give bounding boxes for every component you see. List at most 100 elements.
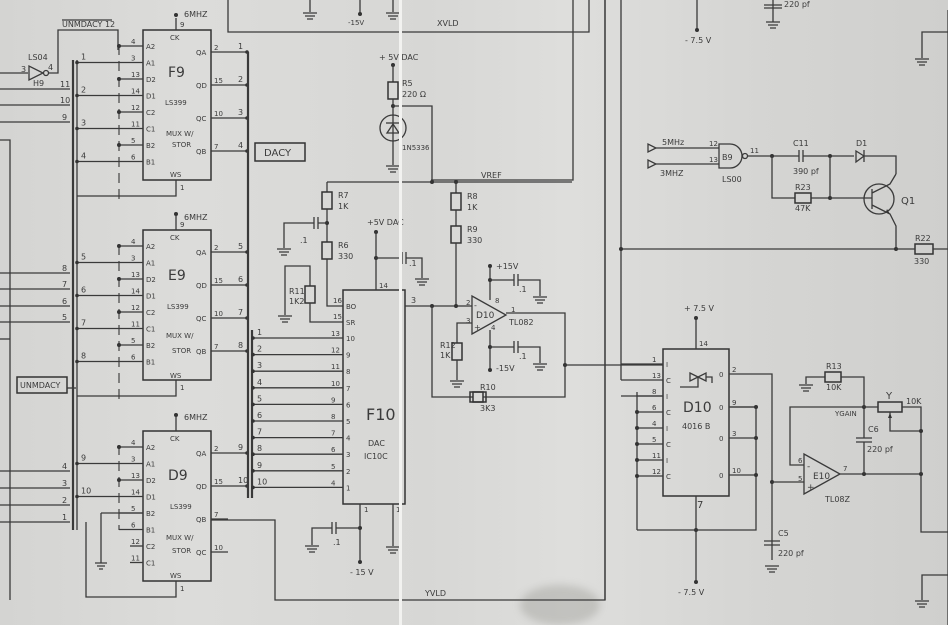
junction — [117, 77, 121, 81]
unmdacy-top-label: UNMDACY 12 — [62, 20, 115, 29]
f10-pin-name: 10 — [346, 335, 355, 343]
dac-bus-label: 3 — [257, 361, 262, 370]
bus-out-label: 8 — [238, 341, 243, 350]
d10-pin-name: C — [666, 473, 671, 481]
f10-part2: IC10C — [364, 452, 388, 461]
d10-pin-num: 11 — [652, 452, 661, 460]
junction — [75, 359, 79, 364]
h9-name: H9 — [33, 79, 44, 88]
junction — [635, 458, 639, 462]
junction — [251, 419, 255, 423]
pin-name: B2 — [146, 510, 155, 518]
pin-name: QD — [196, 282, 207, 290]
dac-bus-label: 2 — [257, 345, 262, 354]
junction — [117, 343, 121, 347]
d10-switch-part: 4016 B — [682, 422, 710, 431]
dac-bus-label: 5 — [257, 394, 262, 403]
chip-d9: 6MHZ CK D9 LS399 MUX W/ STOR WS — [142, 413, 212, 582]
e9-ws: WS — [170, 372, 182, 380]
c5-value: 220 pf — [778, 549, 804, 558]
c-top-value: 220 pf — [784, 0, 810, 9]
pin-num: 5 — [131, 337, 135, 345]
chip-f9: 6MHZ 9 CK F9 LS399 MUX W/ STOR WS — [142, 10, 212, 181]
pin-name: QC — [196, 115, 207, 123]
d10-pin-name: 0 — [719, 404, 723, 412]
oscillator-b9: 5MHz 3MHZ 12 13 B9 11 LS00 C11 390 pf R2… — [647, 138, 948, 266]
dac-bus-label: 6 — [257, 411, 262, 420]
r13-name: R13 — [826, 362, 842, 371]
chip-f10-dac: +5V DAC .1 14 F10 DAC IC10C .1 - 15 V 1 … — [305, 218, 456, 577]
d10-pin-num: 5 — [652, 436, 656, 444]
f10-pin-num: 12 — [331, 347, 340, 355]
r12-name: R12 — [440, 341, 456, 350]
d10-supply-top: + 7.5 V — [684, 304, 715, 313]
b9-input-a: 5MHz — [662, 138, 684, 147]
d1-name: D1 — [856, 139, 867, 148]
d10-plus: + — [474, 323, 481, 332]
d10-pin-num: 2 — [732, 366, 736, 374]
d10-switch-name: D10 — [683, 400, 712, 416]
junction — [635, 442, 639, 446]
bus-in-label: 11 — [60, 80, 70, 89]
b9-pin-out: 11 — [750, 147, 759, 155]
d10-pin-num: 12 — [652, 468, 661, 476]
f10-pin-name: 8 — [346, 368, 350, 376]
junction — [754, 436, 758, 440]
unmdacy-label: UNMDACY — [20, 381, 61, 390]
pin-num: 7 — [214, 511, 218, 519]
r8-name: R8 — [467, 192, 478, 201]
e9-func2: STOR — [172, 347, 191, 355]
r9-name: R9 — [467, 225, 478, 234]
pin-name: QA — [196, 450, 207, 458]
d9-ws: WS — [170, 572, 182, 580]
e10-plus: + — [807, 483, 815, 493]
f10-pin-num: 11 — [331, 363, 340, 371]
pin-name: A1 — [146, 60, 155, 68]
r6-value: 330 — [338, 252, 353, 261]
pin-num: 12 — [131, 104, 140, 112]
paper-fold — [399, 0, 402, 625]
d10-top-pin: 14 — [699, 340, 708, 348]
ws-pin: 1 — [180, 585, 184, 593]
bus-in-label: 2 — [62, 496, 67, 505]
c5-name: C5 — [778, 529, 789, 538]
h9-pin-out: 4 — [48, 63, 53, 72]
pin-num: 10 — [214, 310, 223, 318]
f9-ck-label: CK — [170, 34, 180, 42]
pin-name: C2 — [146, 543, 155, 551]
f10-name: F10 — [366, 405, 396, 424]
r11-value: 1K2 — [289, 297, 304, 306]
r9-value: 330 — [467, 236, 482, 245]
pin-name: D1 — [146, 93, 156, 101]
bus-in-label: 3 — [62, 479, 67, 488]
d10-pin-num: 9 — [732, 399, 736, 407]
bus-in-label: 10 — [60, 96, 70, 105]
d10-pin-name: 0 — [719, 472, 723, 480]
bus-in-label: 9 — [81, 454, 86, 463]
pin-name: QA — [196, 49, 207, 57]
junction — [75, 159, 79, 164]
cap-value: .1 — [519, 285, 527, 294]
junction — [75, 60, 79, 65]
dac-bus-label: 8 — [257, 444, 262, 453]
f10-pin-name: SR — [346, 319, 355, 327]
d10-pin-name: C — [666, 377, 671, 385]
e10-name: E10 — [813, 472, 830, 482]
pin-num: 5 — [131, 505, 135, 513]
junction — [117, 445, 121, 449]
c11-value: 390 pf — [793, 167, 819, 176]
junction — [251, 336, 255, 340]
bus-in-label: 1 — [81, 53, 86, 62]
q1-name: Q1 — [901, 196, 915, 207]
bus-in-label: 5 — [62, 313, 67, 322]
f10-pin-name: BO — [346, 303, 357, 311]
pin-num: 13 — [131, 472, 140, 480]
bus-in-label: 4 — [81, 152, 86, 161]
f10-bottom-pin: 1 — [364, 506, 368, 514]
pin-name: D2 — [146, 477, 156, 485]
top-right-supply: - 7.5 V 220 pf — [685, 0, 948, 66]
minus15-top-label: -15V — [348, 19, 364, 27]
e9-func: MUX W/ — [166, 332, 194, 340]
junction — [754, 473, 758, 477]
